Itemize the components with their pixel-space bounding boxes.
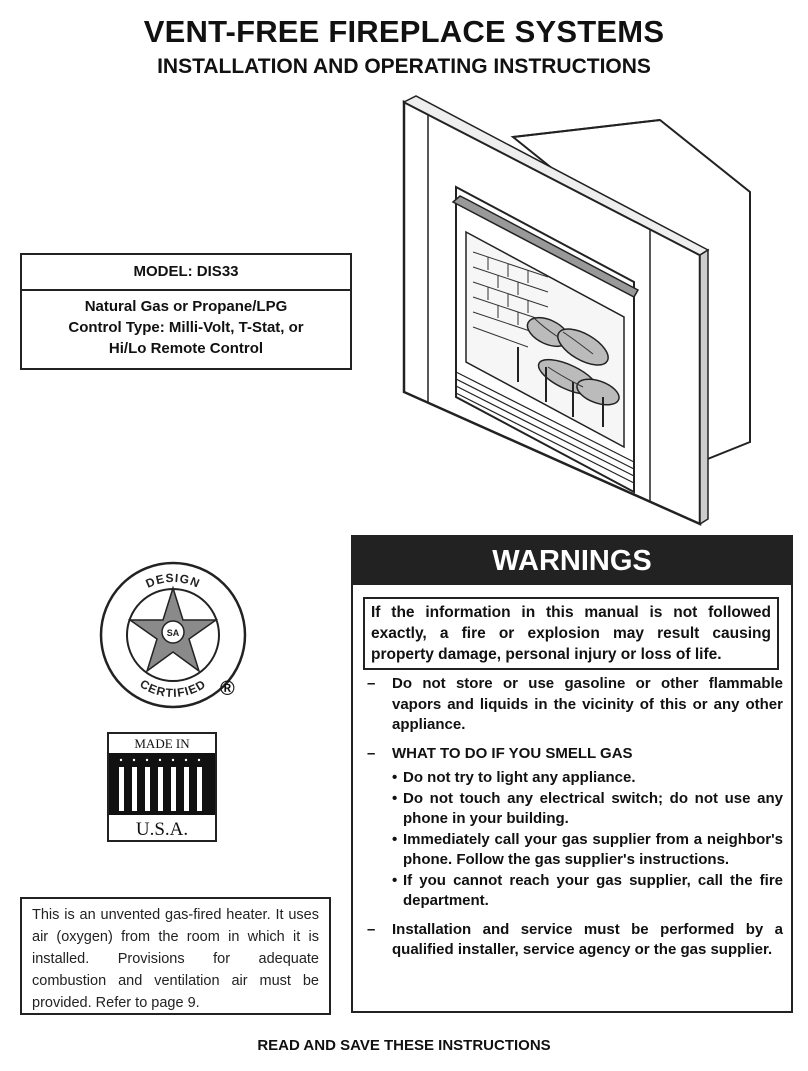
footer-notice: READ AND SAVE THESE INSTRUCTIONS: [257, 1037, 551, 1054]
warning-text: Installation and service must be perform…: [392, 920, 783, 959]
list-item: •Immediately call your gas supplier from…: [392, 830, 783, 869]
made-in-usa-logo: MADE IN U.S.A.: [107, 732, 217, 842]
dash-marker: –: [367, 744, 376, 762]
made-in-text: MADE IN: [134, 736, 190, 751]
warning-text: WHAT TO DO IF YOU SMELL GAS: [392, 744, 633, 762]
list-item: •If you cannot reach your gas supplier, …: [392, 871, 783, 910]
list-item: – WHAT TO DO IF YOU SMELL GAS •Do not tr…: [367, 744, 783, 912]
warnings-list: – Do not store or use gasoline or other …: [367, 674, 783, 969]
fuel-type: Natural Gas or Propane/LPG: [84, 298, 288, 315]
seal-top-text: DESIGN: [144, 571, 202, 591]
control-type-cont: Hi/Lo Remote Control: [108, 340, 264, 357]
smell-gas-sublist: •Do not try to light any appliance. •Do …: [392, 768, 783, 912]
list-item: – Do not store or use gasoline or other …: [367, 674, 783, 736]
seal-emblem-text: SA: [167, 628, 180, 638]
design-certified-seal: SA DESIGN CERTIFIED: [99, 561, 247, 709]
model-details: Natural Gas or Propane/LPG Control Type:…: [22, 291, 350, 359]
unvented-heater-note: This is an unvented gas-fired heater. It…: [20, 897, 331, 1015]
control-type: Control Type: Milli-Volt, T-Stat, or: [68, 319, 304, 336]
usa-text: U.S.A.: [136, 819, 188, 840]
list-item: – Installation and service must be perfo…: [367, 920, 783, 961]
svg-text:DESIGN: DESIGN: [144, 571, 203, 591]
warnings-title: WARNINGS: [353, 537, 791, 585]
warning-text: Do not store or use gasoline or other fl…: [392, 675, 783, 733]
dash-marker: –: [367, 920, 376, 938]
document-subtitle: INSTALLATION AND OPERATING INSTRUCTIONS: [157, 55, 651, 78]
model-box: MODEL: DIS33 Natural Gas or Propane/LPG …: [20, 253, 352, 370]
warnings-box: WARNINGS If the information in this manu…: [351, 535, 793, 1013]
warnings-boxed-text: If the information in this manual is not…: [363, 597, 779, 670]
fireplace-illustration: [402, 95, 751, 526]
registered-mark: ®: [220, 678, 235, 700]
model-number: MODEL: DIS33: [22, 255, 350, 291]
document-title: VENT-FREE FIREPLACE SYSTEMS: [143, 14, 665, 49]
list-item: •Do not touch any electrical switch; do …: [392, 789, 783, 828]
dash-marker: –: [367, 675, 376, 692]
list-item: •Do not try to light any appliance.: [392, 769, 636, 786]
